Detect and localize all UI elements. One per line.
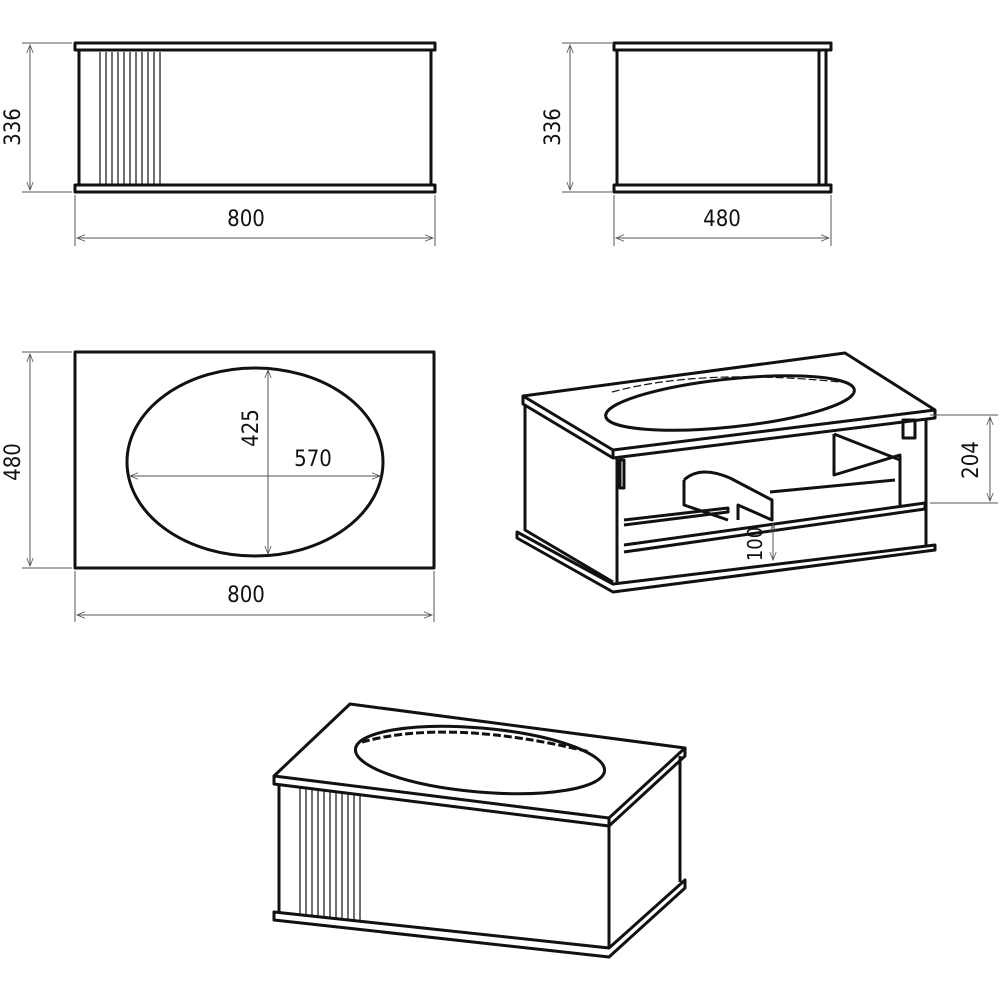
dimension-lines	[22, 42, 436, 246]
bowl-depth-dimension: 425	[239, 409, 264, 447]
fluting-lines	[99, 52, 161, 184]
height-dimension: 336	[541, 108, 566, 146]
depth-dimension: 480	[1, 443, 26, 481]
iso-closed-view	[272, 702, 687, 959]
fluting-lines	[299, 788, 361, 921]
drawer-height-dimension: 100	[743, 527, 767, 561]
inner-height-dimension: 204	[959, 441, 984, 479]
top-view: 425 570 480 800	[1, 350, 436, 622]
bowl-width-dimension: 570	[294, 447, 332, 472]
height-dimension: 336	[1, 108, 26, 146]
iso-open-view: 204 100	[515, 351, 998, 594]
side-view: 336 480	[541, 41, 833, 246]
width-dimension: 800	[227, 583, 265, 608]
front-view: 336 800	[1, 41, 437, 246]
width-dimension: 800	[227, 207, 265, 232]
depth-dimension: 480	[703, 207, 741, 232]
